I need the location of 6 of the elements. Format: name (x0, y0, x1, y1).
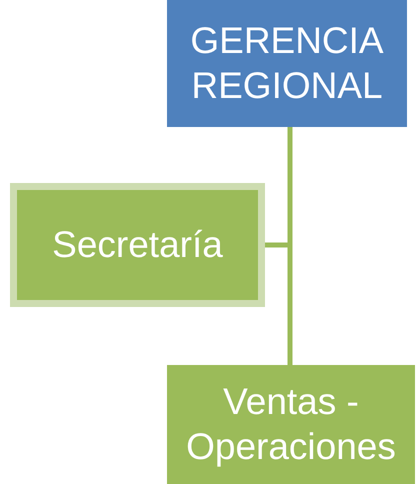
manager-box (167, 0, 407, 127)
node-label: Ventas - Operaciones (185, 380, 397, 469)
department-box (167, 365, 415, 484)
node-label: Secretaría (52, 222, 223, 267)
node-label: GERENCIA REGIONAL (189, 19, 385, 108)
staff-box (10, 183, 265, 307)
